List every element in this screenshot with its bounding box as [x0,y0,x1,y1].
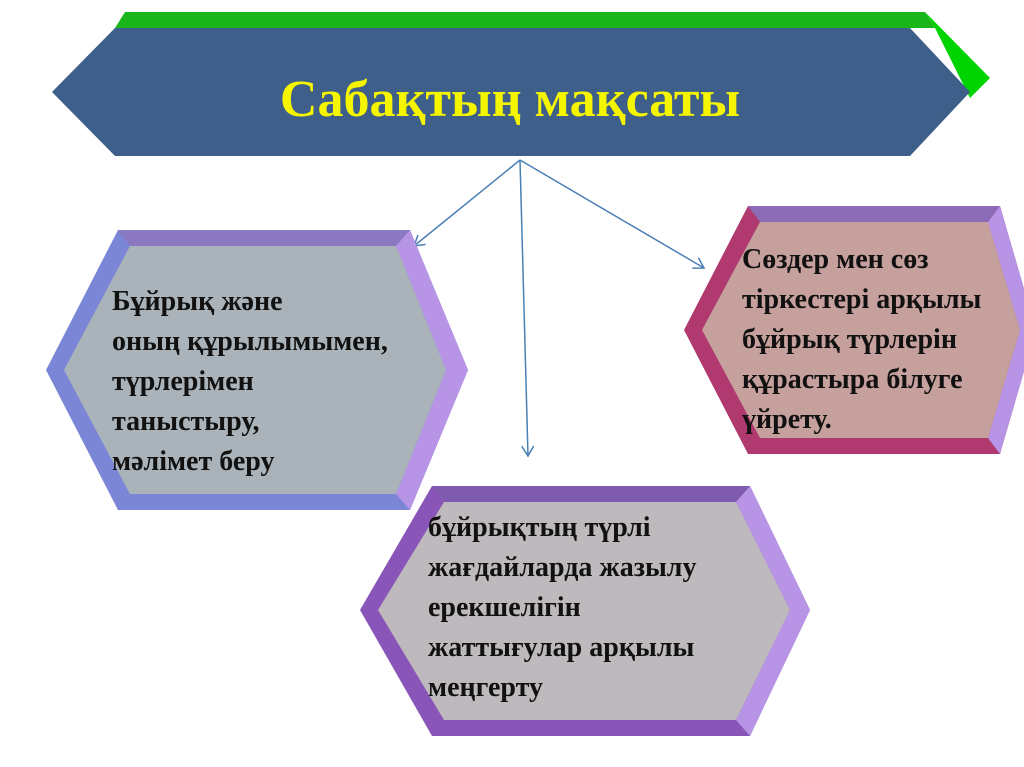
goal-left-text: Бұйрық және оның құрылымымен, түрлерімен… [112,282,388,482]
goal-right-line: Сөздер мен сөз [742,244,929,275]
goal-right-hexagon [684,206,1024,454]
goal-left-top-bevel [118,230,410,246]
arrow-to-bottom-goal [519,159,535,458]
goal-bottom-line: бұйрықтың түрлі [428,512,651,543]
goal-right-top-bevel [748,206,1000,222]
goal-right-text: Сөздер мен сөз тіркестері арқылы бұйрық … [742,240,1024,440]
goal-left-body [64,246,446,494]
goal-right-right-bevel [988,206,1024,454]
goal-right-line: құрастыра білуге [742,364,963,395]
goal-bottom-line: жағдайларда жазылу [428,552,697,583]
goal-bottom-text: бұйрықтың түрлі жағдайларда жазылу ерекш… [428,508,697,708]
goal-right-line: тіркестері арқылы [742,284,982,315]
goal-bottom-line: меңгерту [428,672,543,703]
goal-bottom-hexagon [360,486,810,736]
title-banner-side-bevel [925,12,990,98]
page-title: Сабақтың мақсаты [279,71,741,128]
goal-left-hexagon [46,230,468,510]
title-banner-top-bevel [115,12,935,28]
goal-bottom-body [378,502,790,720]
goal-bottom-line: жаттығулар арқылы [428,632,695,663]
arrow-to-right-goal [519,159,706,269]
goal-left-line: оның құрылымымен, [112,326,388,357]
goal-bottom-line: ерекшелігін [428,592,581,623]
goal-right-body [702,222,1020,438]
goal-left-right-bevel [396,230,468,510]
goal-right-line: бұйрық түрлерін [742,324,957,355]
goal-left-line: таныстыру, [112,406,260,437]
goal-left-line: мәлімет беру [112,446,275,477]
goal-left-line: Бұйрық және [112,286,283,317]
goal-left-line: түрлерімен [112,366,254,397]
goal-bottom-top-bevel [432,486,750,502]
arrow-to-left-goal [412,159,521,247]
arrows [412,159,706,458]
goal-bottom-right-bevel [736,486,810,736]
title-banner [52,12,990,156]
goal-right-line: үйрету. [742,404,832,435]
title-banner-body [52,28,970,156]
